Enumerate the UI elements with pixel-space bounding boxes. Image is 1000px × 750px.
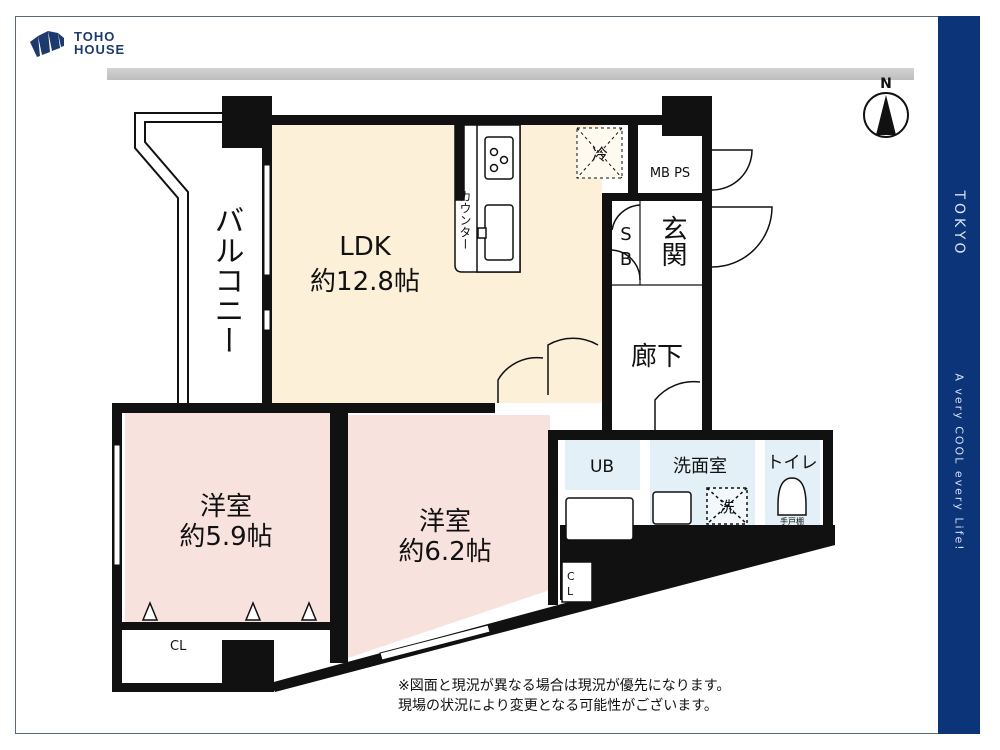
closet-2-l: L bbox=[567, 585, 574, 598]
entrance-label: 玄関 bbox=[657, 215, 687, 267]
entrance-lines bbox=[612, 201, 702, 286]
western-room-2-label: 洋室 bbox=[419, 507, 471, 537]
washer-label: 洗 bbox=[719, 498, 734, 516]
closet-hinges bbox=[141, 601, 318, 621]
counter-label: カウンター bbox=[458, 190, 472, 250]
fridge-label: 冷 bbox=[592, 145, 608, 164]
fridge-space bbox=[576, 127, 623, 179]
toho-logo-icon bbox=[30, 31, 64, 57]
shoe-box-s: S bbox=[620, 224, 631, 245]
sanitary-fixtures bbox=[561, 477, 807, 603]
sidebar: TOKYO A very COOL every Life! bbox=[938, 16, 980, 734]
disclaimer-line1: ※図面と現況が異なる場合は現況が優先になります。 bbox=[398, 678, 731, 694]
ldk-area bbox=[272, 125, 602, 403]
toilet-cabinet-label: 手戸棚 bbox=[780, 516, 804, 526]
disclaimer-note: ※図面と現況が異なる場合は現況が優先になります。 現場の状況により変更となる可能… bbox=[398, 676, 730, 716]
western-room-1-size: 約5.9帖 bbox=[179, 522, 272, 552]
brand-line2: HOUSE bbox=[74, 42, 126, 57]
ub-label: UB bbox=[590, 457, 614, 477]
western-room-2-size: 約6.2帖 bbox=[398, 537, 491, 567]
western-room-1-area bbox=[125, 412, 330, 622]
balcony-label: バルコニー bbox=[209, 205, 244, 355]
toilet-label: トイレ bbox=[767, 453, 818, 473]
hallway-label: 廊下 bbox=[631, 342, 683, 372]
compass-label: N bbox=[880, 76, 892, 92]
closet-1-label: CL bbox=[170, 639, 187, 654]
washroom-label: 洗面室 bbox=[673, 456, 727, 477]
ldk-size: 約12.8帖 bbox=[310, 267, 420, 297]
mbps-label: MB PS bbox=[650, 166, 690, 181]
ub-area bbox=[565, 440, 640, 490]
brand-logo: TOHO HOUSE bbox=[28, 28, 125, 58]
shoe-box-b: B bbox=[620, 249, 632, 270]
header-bar bbox=[107, 68, 914, 80]
compass-icon: N bbox=[863, 76, 909, 138]
windows bbox=[113, 164, 491, 661]
closet-2-c: C bbox=[567, 570, 575, 583]
kitchen-counter bbox=[454, 124, 521, 273]
balcony-outline bbox=[134, 112, 222, 405]
western-room-2-area bbox=[348, 415, 550, 658]
western-room-1-label: 洋室 bbox=[200, 492, 252, 522]
brand-line1: TOHO bbox=[74, 29, 116, 44]
disclaimer-line2: 現場の状況により変更となる可能性がございます。 bbox=[398, 698, 718, 714]
ldk-label: LDK bbox=[339, 232, 392, 262]
